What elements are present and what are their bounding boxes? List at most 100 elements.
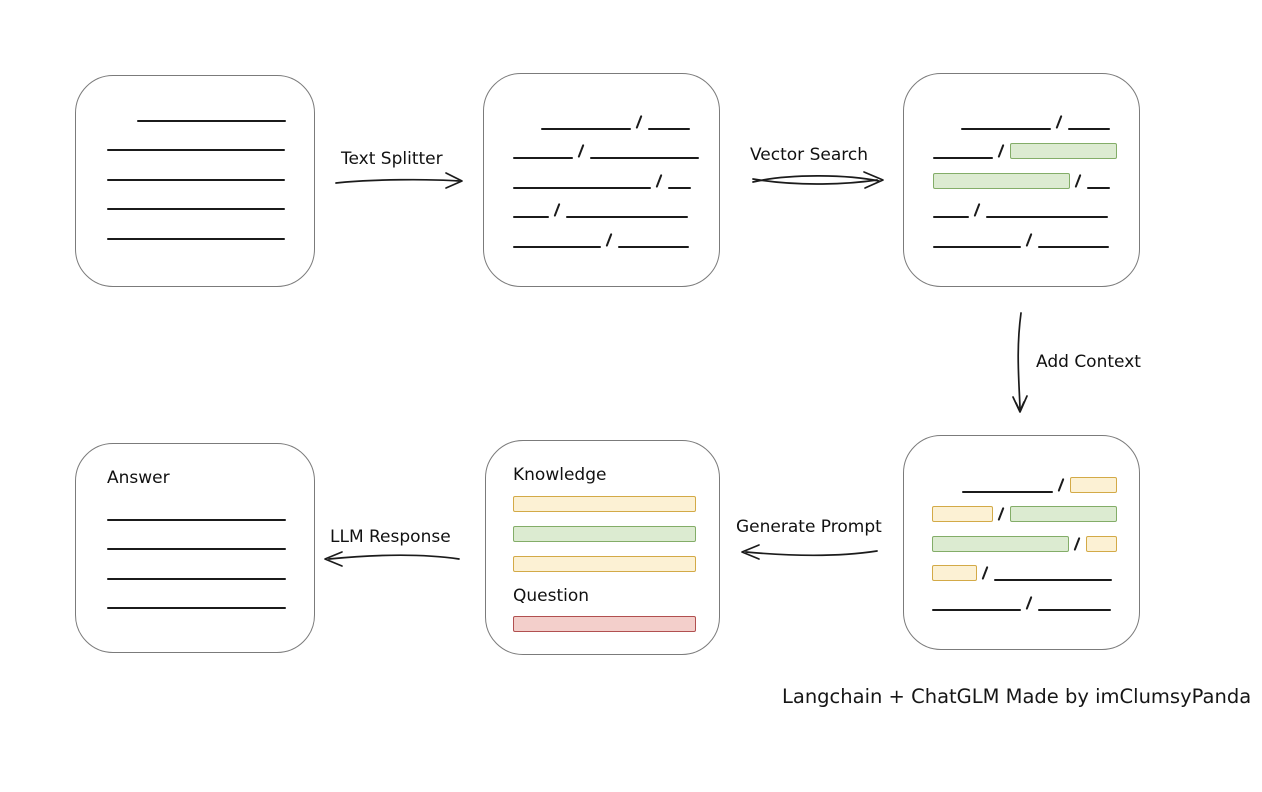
knowledge-bars [513, 496, 696, 572]
slash-separator [1074, 173, 1082, 188]
text-line [107, 548, 286, 550]
chunk-row [513, 100, 719, 130]
chunk-row [933, 159, 1139, 189]
chunk-row [933, 218, 1139, 248]
caption: Langchain + ChatGLM Made by imClumsyPand… [782, 685, 1252, 708]
text-line [513, 216, 549, 218]
yellow-bar [513, 496, 696, 512]
answer-node: Answer [75, 443, 315, 653]
text-line [107, 237, 285, 240]
text-line [648, 127, 691, 130]
chunk-row [107, 210, 314, 240]
answer-content: Answer [76, 444, 314, 609]
chunk-row [107, 151, 314, 181]
text-line [107, 518, 286, 521]
green-bar [513, 526, 696, 542]
text-line [107, 149, 285, 151]
vector-search-label: Vector Search [750, 145, 868, 165]
question-bars [513, 616, 696, 632]
context-chunk-lines [904, 436, 1139, 611]
chunk-row [107, 92, 314, 122]
chunk-row [107, 550, 314, 580]
text-line [932, 608, 1021, 611]
chunk-row [107, 580, 314, 609]
chunk-row [933, 130, 1139, 159]
slash-separator [1055, 114, 1063, 129]
text-splitter-label: Text Splitter [341, 149, 443, 169]
chunk-row [107, 491, 314, 521]
generate-prompt-arrow [741, 544, 878, 560]
text-line [107, 607, 286, 609]
chunk-lines [484, 74, 719, 248]
text-line [1038, 245, 1110, 248]
text-line [107, 577, 286, 580]
context-chunks-node [903, 435, 1140, 650]
llm-response-label: LLM Response [330, 527, 451, 547]
document-lines [76, 76, 314, 240]
slash-separator [553, 203, 561, 217]
add-context-arrow [1012, 312, 1028, 413]
text-line [107, 208, 285, 210]
slash-separator [981, 566, 989, 580]
text-line [1087, 186, 1111, 189]
slash-separator [605, 232, 613, 247]
slash-separator [635, 114, 643, 129]
yellow-chunk [1070, 476, 1118, 493]
yellow-chunk [932, 506, 993, 522]
slash-separator [1073, 536, 1081, 551]
green-chunk [932, 535, 1069, 552]
chunk-row [513, 159, 719, 189]
prompt-content: Knowledge Question [486, 441, 719, 632]
yellow-chunk [1086, 535, 1118, 552]
text-line [513, 157, 573, 159]
slash-separator [655, 173, 663, 188]
chunk-row [932, 581, 1139, 611]
green-chunk [1010, 143, 1118, 159]
indent-gap [932, 492, 962, 493]
generate-prompt-label: Generate Prompt [736, 517, 882, 537]
text-line [933, 157, 993, 159]
text-splitter-arrow [335, 172, 463, 189]
indent-gap [513, 129, 541, 130]
chunk-row [513, 189, 719, 218]
text-line [107, 178, 285, 181]
vector-search-arrow [752, 171, 884, 189]
slash-separator [997, 144, 1005, 158]
indent-gap [107, 121, 137, 122]
yellow-chunk [932, 565, 977, 581]
slash-separator [1025, 232, 1033, 247]
chunk-row [107, 181, 314, 210]
text-line [513, 245, 601, 248]
slash-separator [577, 144, 585, 158]
vector-search-result-node [903, 73, 1140, 287]
text-line [1068, 127, 1111, 130]
chunk-row [933, 100, 1139, 130]
retrieved-chunk-lines [904, 74, 1139, 248]
text-line [986, 216, 1109, 218]
text-line [962, 490, 1053, 493]
yellow-bar [513, 556, 696, 572]
chunk-row [932, 493, 1139, 522]
chunk-row [513, 218, 719, 248]
chunk-row [932, 522, 1139, 552]
text-line [541, 127, 631, 130]
green-chunk [1010, 506, 1118, 522]
source-document-node [75, 75, 315, 287]
chunk-row [933, 189, 1139, 218]
knowledge-label: Knowledge [513, 465, 607, 485]
text-line [961, 127, 1051, 130]
llm-response-arrow [324, 551, 460, 567]
chunk-row [107, 122, 314, 151]
text-line [668, 186, 692, 189]
answer-lines [107, 491, 314, 609]
chunk-row [107, 521, 314, 550]
text-line [994, 579, 1113, 581]
text-line [590, 157, 700, 159]
chunk-row [513, 130, 719, 159]
slash-separator [1057, 477, 1065, 492]
text-line [1038, 608, 1112, 611]
text-line [513, 186, 651, 189]
question-label: Question [513, 586, 590, 606]
answer-label: Answer [107, 468, 170, 488]
